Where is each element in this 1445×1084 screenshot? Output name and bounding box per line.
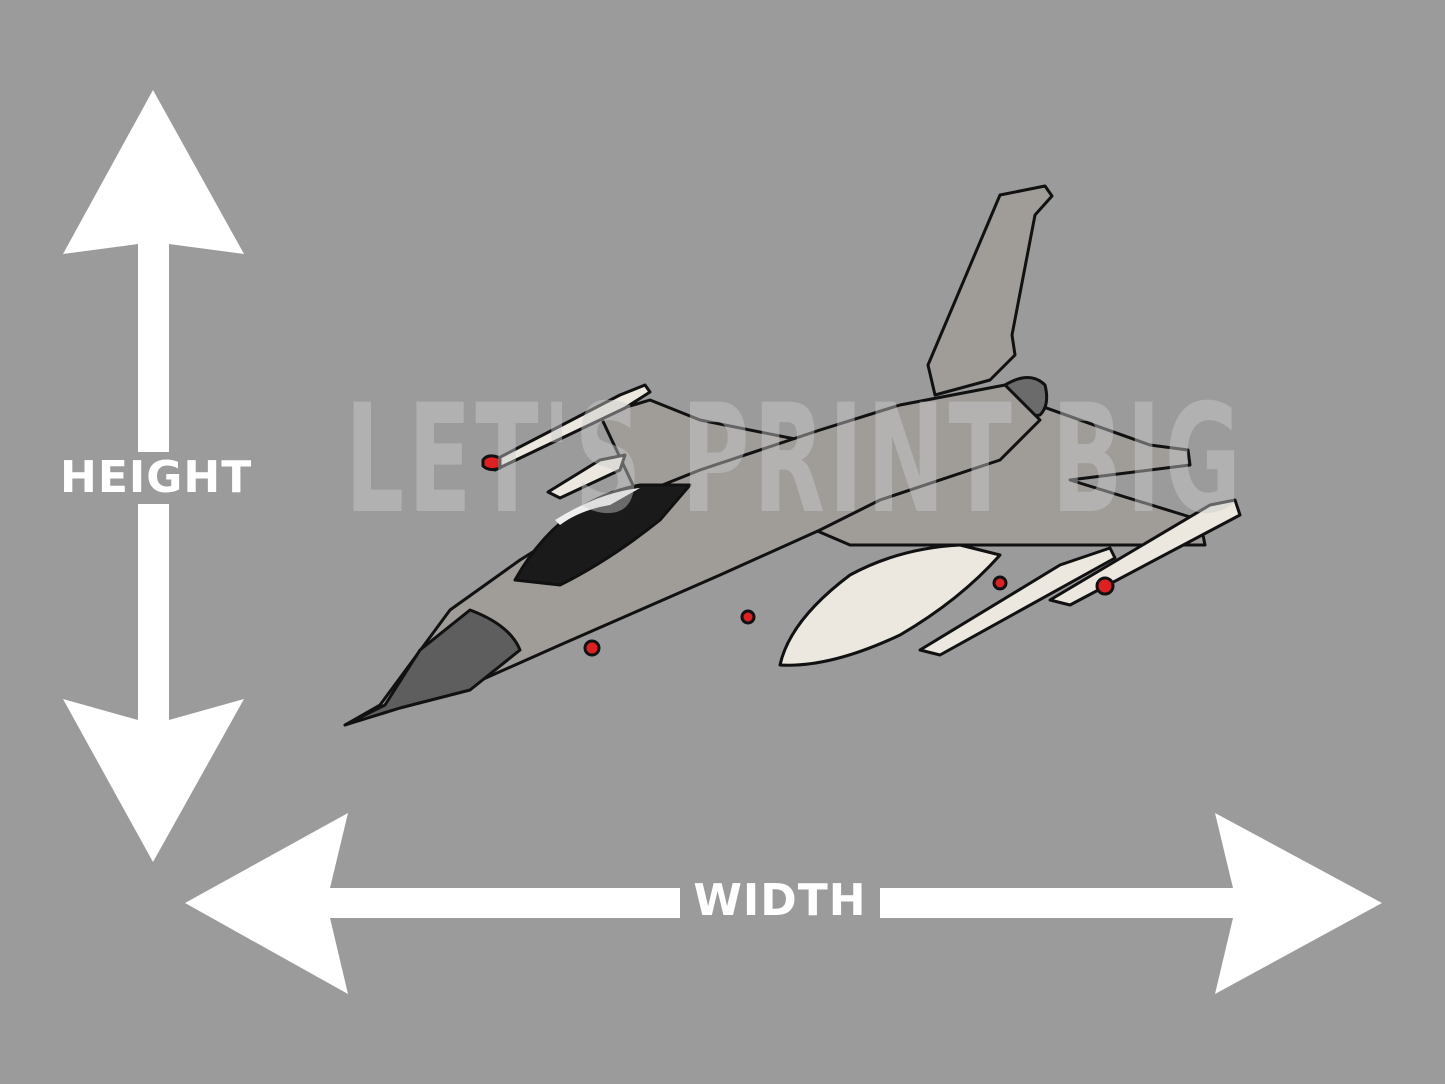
missile-left-2 <box>546 453 627 500</box>
missile-right-2 <box>1048 498 1242 607</box>
canopy <box>513 483 692 587</box>
fuselage <box>343 383 1042 727</box>
missile-right-1 <box>918 546 1117 657</box>
nose-cone <box>343 608 522 727</box>
tail-fin <box>926 184 1054 397</box>
height-label: HEIGHT <box>60 452 253 504</box>
width-label: WIDTH <box>680 875 880 927</box>
fuel-tank <box>778 543 1002 667</box>
watermark-text: LET'S PRINT BIG <box>345 373 1245 547</box>
